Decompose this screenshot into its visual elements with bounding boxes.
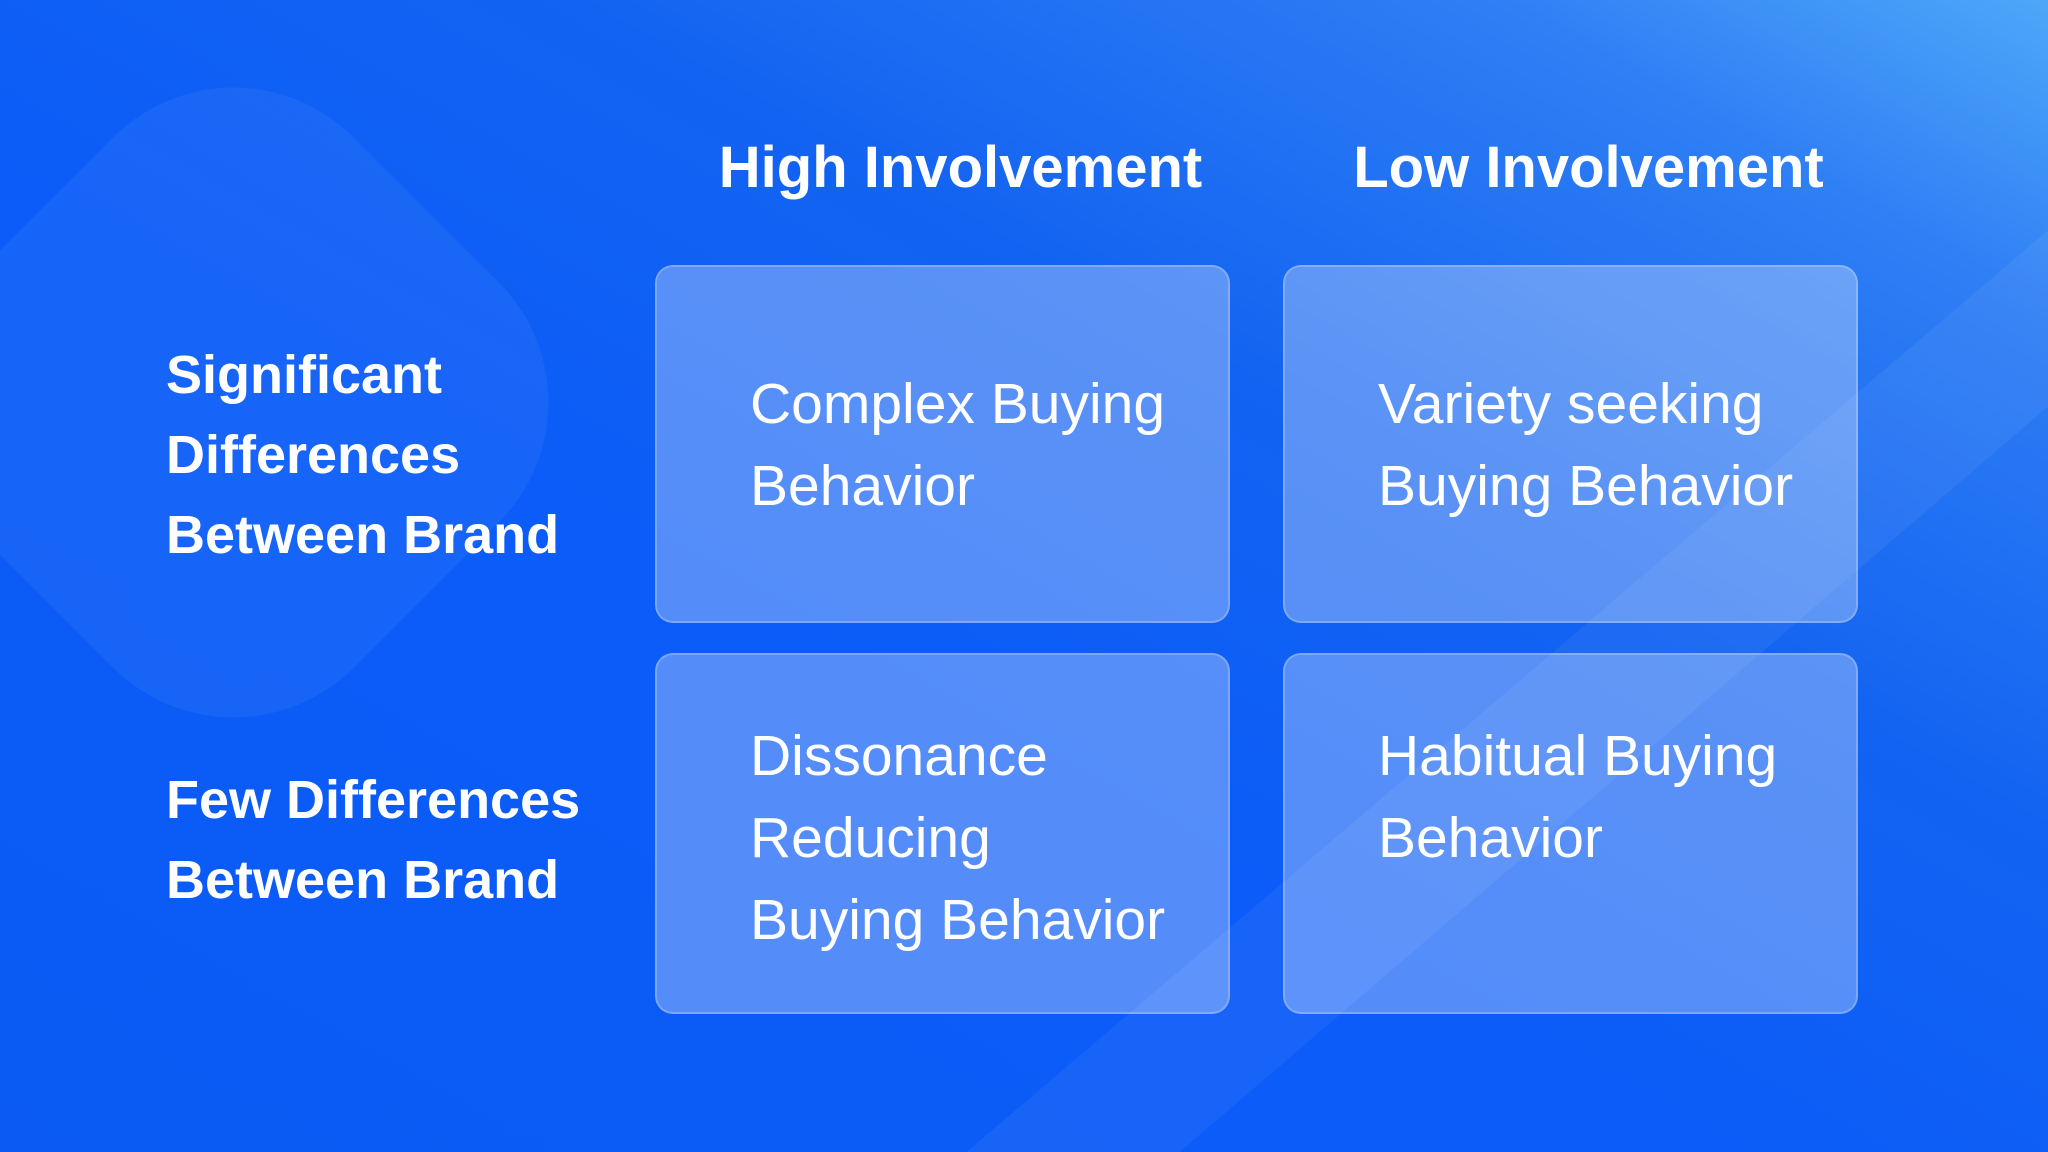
- cell-label-complex-buying: Complex Buying Behavior: [750, 372, 1166, 518]
- matrix-cell-complex-buying: Complex Buying Behavior: [655, 265, 1230, 623]
- column-header-high-involvement: High Involvement: [718, 135, 1203, 200]
- row-label-significant-differences: Significant Differences Between Brand: [166, 345, 560, 565]
- matrix-cell-dissonance-reducing: Dissonance Reducing Buying Behavior: [655, 653, 1230, 1014]
- matrix-cell-variety-seeking: Variety seeking Buying Behavior: [1283, 265, 1858, 623]
- cell-label-variety-seeking: Variety seeking Buying Behavior: [1378, 372, 1794, 518]
- matrix-cell-habitual-buying: Habitual Buying Behavior: [1283, 653, 1858, 1014]
- row-label-few-differences: Few Differences Between Brand: [166, 770, 581, 910]
- column-header-low-involvement: Low Involvement: [1353, 135, 1824, 200]
- cell-label-habitual-buying: Habitual Buying Behavior: [1378, 724, 1778, 870]
- cell-label-dissonance-reducing: Dissonance Reducing Buying Behavior: [750, 724, 1166, 952]
